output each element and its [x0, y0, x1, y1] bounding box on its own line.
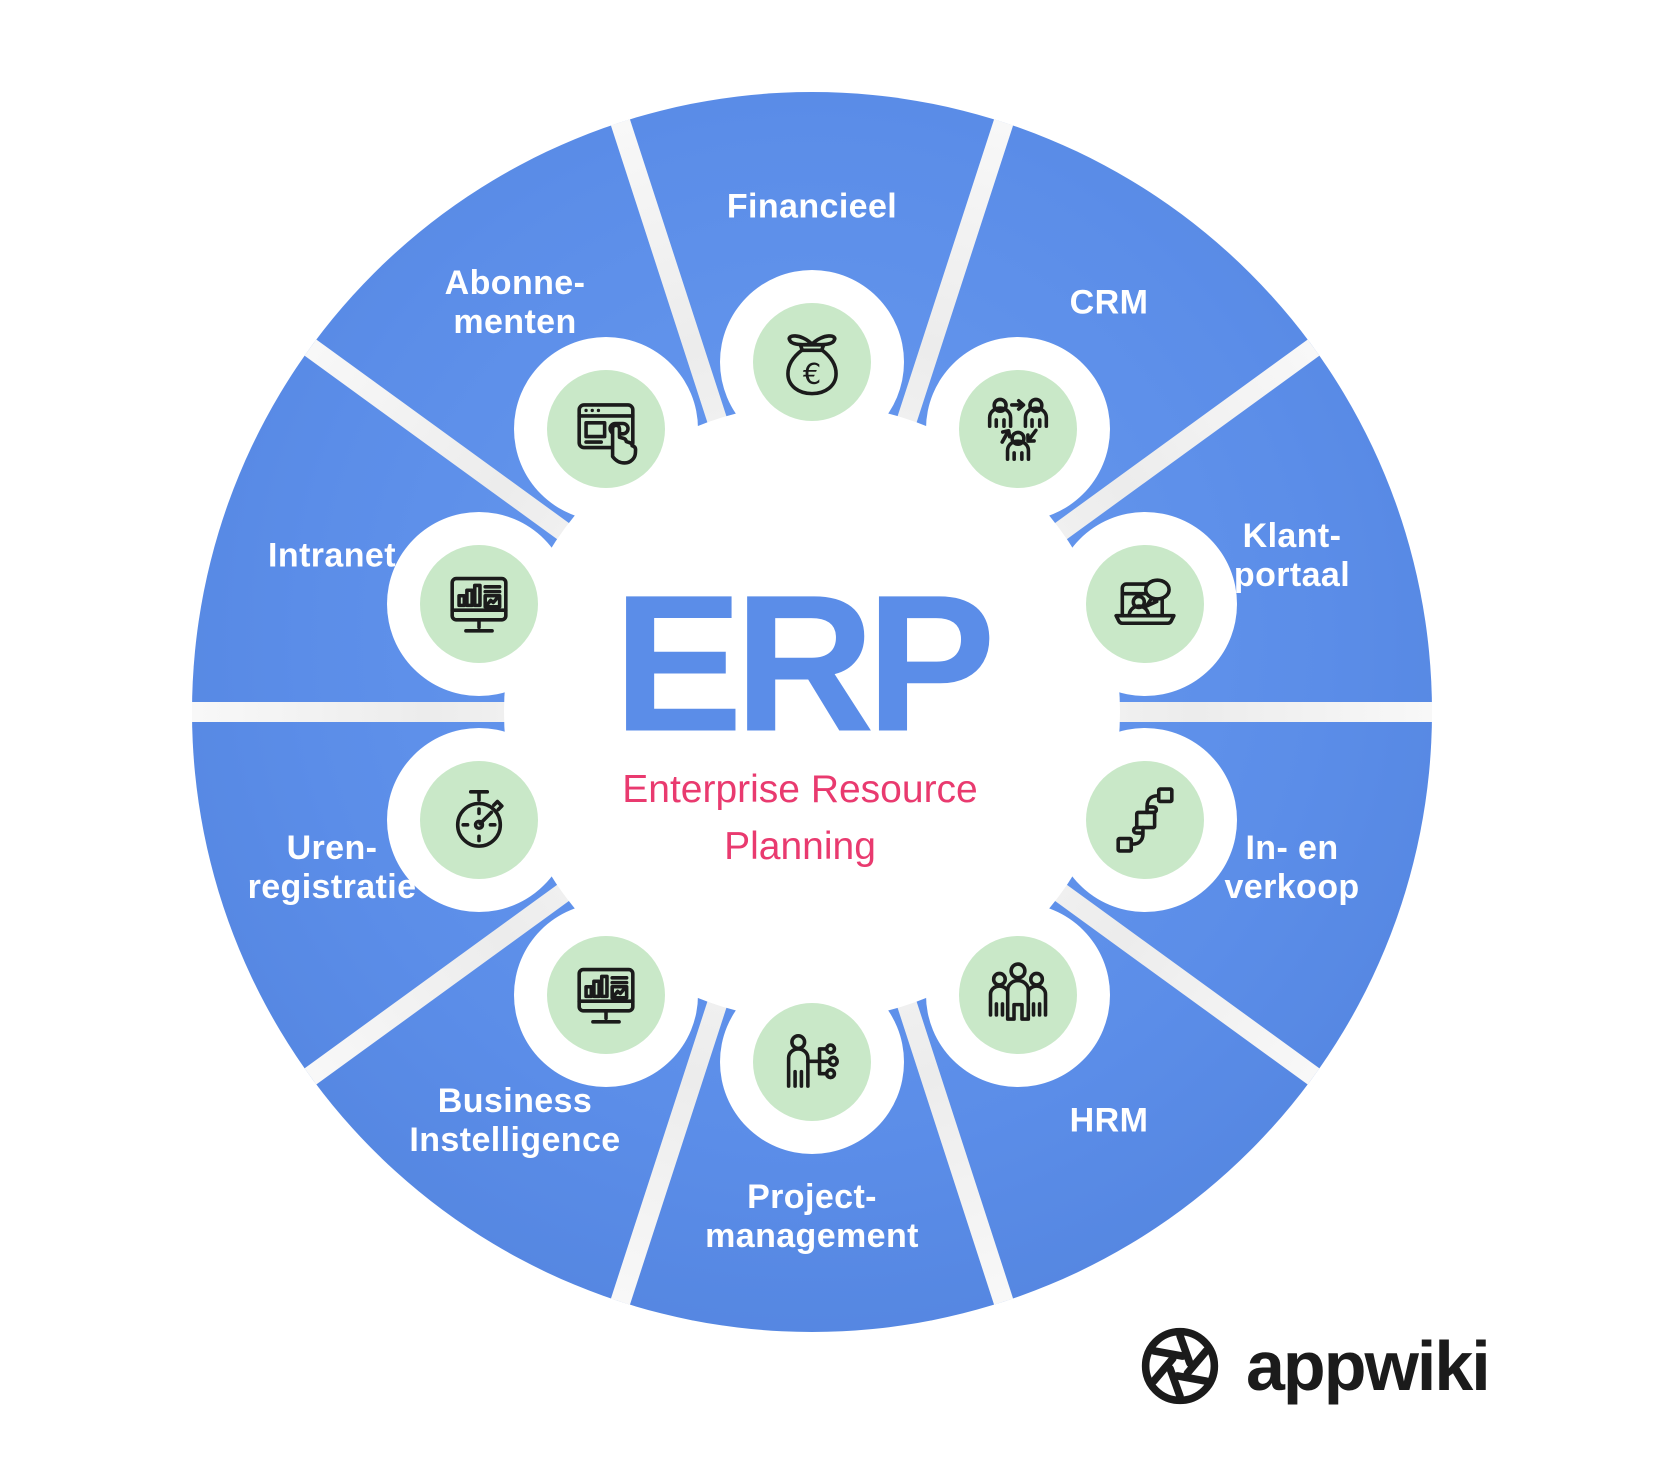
segment-label-intranet: Intranet — [268, 536, 396, 575]
segment-label-klantportaal: Klant- portaal — [1233, 517, 1351, 594]
segment-icon-urenregistratie — [387, 728, 571, 912]
segment-label-crm: CRM — [1069, 283, 1149, 322]
icon-circle — [1086, 761, 1204, 879]
person-hierarchy-icon — [786, 1033, 839, 1088]
segment-label-projectmanagement: Project- management — [705, 1178, 919, 1255]
appwiki-logo-text: appwiki — [1246, 1327, 1491, 1405]
stopwatch-icon — [455, 790, 504, 848]
segment-icon-projectmanagement — [720, 970, 904, 1154]
erp-title: ERP — [613, 554, 996, 773]
icon-circle: € — [753, 303, 871, 421]
segment-icon-inenverkoop — [1053, 728, 1237, 912]
segment-label-urenregistratie: Uren- registratie — [247, 829, 417, 906]
erp-subtitle: Enterprise Resource Planning — [622, 768, 978, 868]
segment-label-abonnementen: Abonne- menten — [444, 264, 586, 341]
icon-circle — [753, 1003, 871, 1121]
people-cycle-icon — [987, 397, 1049, 462]
money-bag-euro-icon: € — [786, 334, 838, 396]
monitor-chart-icon — [450, 576, 508, 633]
euro-symbol: € — [803, 357, 821, 391]
hands-exchange-box-icon — [1116, 787, 1174, 853]
browser-click-icon — [577, 403, 638, 465]
segment-icon-hrm — [926, 903, 1110, 1087]
icon-circle — [1086, 545, 1204, 663]
aperture-shutter-icon — [1141, 1327, 1219, 1405]
appwiki-logo: appwiki — [1136, 1322, 1491, 1410]
icon-circle — [547, 370, 665, 488]
icon-circle — [420, 761, 538, 879]
segment-label-financieel: Financieel — [726, 187, 898, 226]
segment-icon-klantportaal — [1053, 512, 1237, 696]
icon-circle — [959, 370, 1077, 488]
segment-icon-intranet — [387, 512, 571, 696]
segment-icon-crm — [926, 337, 1110, 521]
people-group-icon — [988, 962, 1048, 1021]
laptop-chat-icon — [1114, 578, 1176, 626]
segment-label-businessintelligence: Business Instelligence — [409, 1082, 621, 1159]
segment-label-inenverkoop: In- en verkoop — [1224, 829, 1360, 906]
dashboard-monitor-icon — [577, 967, 635, 1024]
icon-circle — [959, 936, 1077, 1054]
segment-label-hrm: HRM — [1069, 1101, 1149, 1140]
icon-circle — [547, 936, 665, 1054]
segment-icon-businessintelligence — [514, 903, 698, 1087]
segment-icon-abonnementen — [514, 337, 698, 521]
icon-circle — [420, 545, 538, 663]
segment-icon-financieel: € — [720, 270, 904, 454]
